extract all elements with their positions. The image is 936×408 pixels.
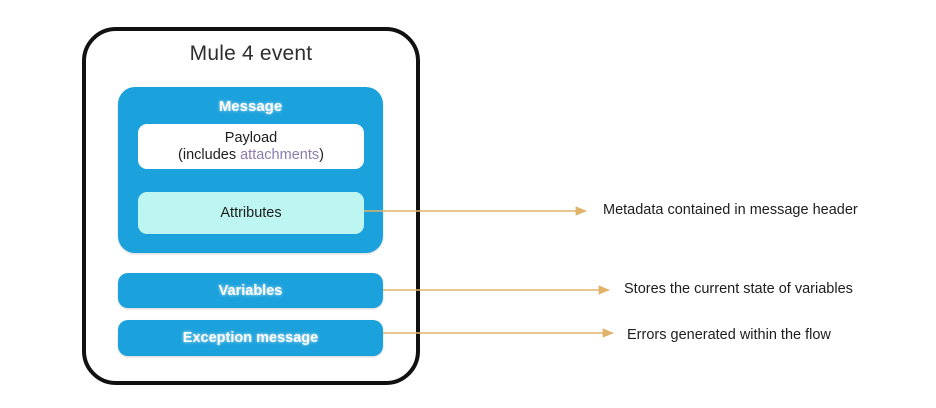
variables-label: Variables: [218, 282, 283, 299]
payload-subtext-suffix: ): [319, 146, 324, 163]
attributes-block: Attributes: [138, 192, 364, 234]
payload-block: Payload (includes attachments): [138, 124, 364, 169]
annotation-variables: Stores the current state of variables: [624, 281, 853, 297]
message-label: Message: [218, 98, 283, 115]
attachments-highlight: attachments: [240, 146, 320, 163]
message-block: Message Payload (includes attachments) A…: [118, 87, 383, 253]
variables-block: Variables: [118, 273, 383, 308]
page-title: Mule 4 event: [189, 42, 313, 65]
attributes-label: Attributes: [220, 205, 282, 221]
exception-message-block: Exception message: [118, 320, 383, 356]
payload-subtext-prefix: (includes: [178, 146, 241, 163]
exception-message-label: Exception message: [182, 330, 319, 346]
annotation-exception: Errors generated within the flow: [627, 327, 831, 343]
payload-subtext: (includes attachments): [178, 147, 324, 164]
annotation-attributes: Metadata contained in message header: [603, 202, 858, 218]
payload-label: Payload: [224, 129, 278, 146]
